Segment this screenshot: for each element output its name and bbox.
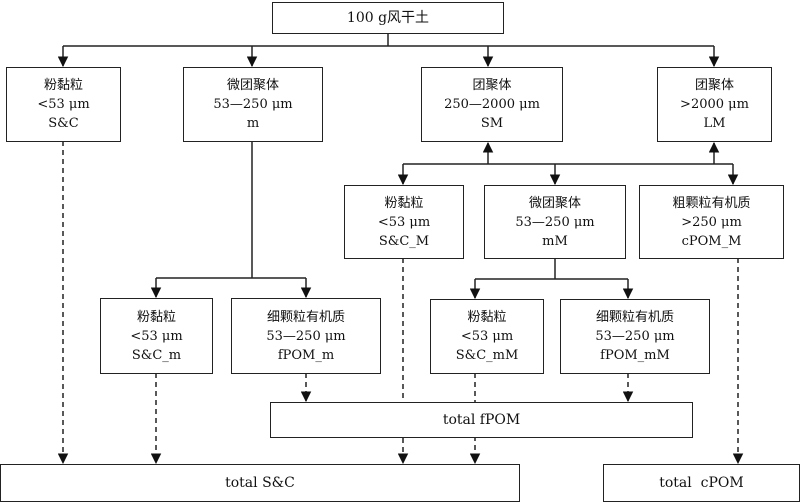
m-code: m	[246, 116, 260, 131]
box-cpom-M: 粗颗粒有机质 >250 μm cPOM_M	[639, 185, 784, 259]
total-cpom-box: total cPOM	[603, 464, 800, 502]
lm-code: LM	[703, 116, 726, 131]
sc-m-code: S&C_m	[131, 347, 182, 363]
fpom-m-size: 53—250 μm	[266, 328, 346, 344]
fpom-m-name: 细颗粒有机质	[266, 309, 345, 325]
box-lm: 团聚体 >2000 μm LM	[657, 67, 772, 142]
total-sc-label: total S&C	[225, 474, 295, 491]
sc-mM-code: S&C_mM	[455, 348, 519, 363]
sc-size: <53 μm	[37, 97, 90, 112]
mM-name: 微团聚体	[528, 195, 581, 211]
mM-code: mM	[542, 233, 568, 249]
box-sm: 团聚体 250—2000 μm SM	[421, 67, 563, 142]
sc-m-name: 粉黏粒	[136, 309, 176, 325]
cpom-M-name: 粗颗粒有机质	[672, 195, 751, 211]
box-sc-mM: 粉黏粒 <53 μm S&C_mM	[430, 299, 544, 374]
sc-M-size: <53 μm	[377, 214, 431, 230]
root-label: 100 g风干土	[346, 9, 430, 26]
fpom-mM-size: 53—250 μm	[595, 329, 675, 344]
sm-code: SM	[480, 116, 504, 131]
lm-name: 团聚体	[694, 78, 734, 93]
total-cpom-label: total cPOM	[659, 474, 744, 491]
sc-code: S&C	[48, 116, 79, 131]
box-sc-M: 粉黏粒 <53 μm S&C_M	[344, 185, 464, 259]
sc-m-size: <53 μm	[130, 328, 183, 344]
total-sc-box: total S&C	[0, 464, 520, 502]
m-name: 微团聚体	[226, 78, 279, 93]
total-fpom-box: total fPOM	[270, 402, 693, 438]
fpom-m-code: fPOM_m	[277, 347, 335, 363]
sm-name: 团聚体	[472, 78, 512, 93]
cpom-M-size: >250 μm	[681, 214, 742, 230]
fpom-mM-code: fPOM_mM	[600, 348, 670, 363]
box-sc-m: 粉黏粒 <53 μm S&C_m	[100, 298, 213, 374]
lm-size: >2000 μm	[680, 97, 749, 112]
sc-M-name: 粉黏粒	[384, 195, 424, 211]
box-m: 微团聚体 53—250 μm m	[183, 67, 323, 142]
box-fpom-mM: 细颗粒有机质 53—250 μm fPOM_mM	[560, 299, 710, 374]
cpom-M-code: cPOM_M	[681, 233, 742, 249]
box-mM: 微团聚体 53—250 μm mM	[484, 185, 626, 259]
mM-size: 53—250 μm	[515, 214, 595, 230]
fpom-mM-name: 细颗粒有机质	[595, 310, 674, 325]
sc-mM-name: 粉黏粒	[467, 310, 507, 325]
total-fpom-label: total fPOM	[442, 411, 521, 428]
box-fpom-m: 细颗粒有机质 53—250 μm fPOM_m	[231, 298, 381, 374]
m-size: 53—250 μm	[213, 97, 293, 112]
sc-name: 粉黏粒	[43, 78, 83, 93]
root-box: 100 g风干土	[272, 2, 504, 34]
sm-size: 250—2000 μm	[444, 97, 540, 112]
sc-mM-size: <53 μm	[460, 329, 514, 344]
box-sc: 粉黏粒 <53 μm S&C	[6, 67, 121, 142]
sc-M-code: S&C_M	[378, 233, 430, 249]
